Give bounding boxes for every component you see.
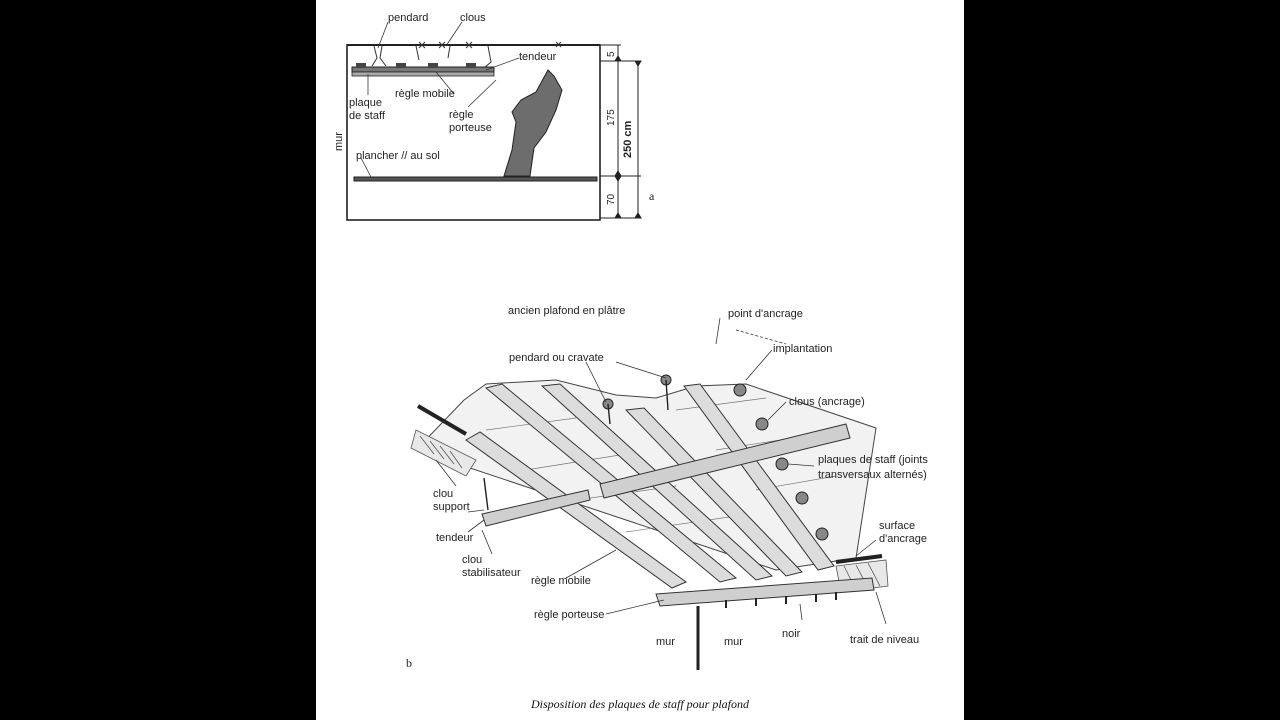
label-plancher: plancher // au sol — [356, 150, 440, 162]
figure-a-letter: a — [649, 189, 655, 203]
label-ancien-plafond: ancien plafond en plâtre — [508, 305, 626, 317]
label-regle-porteuse: règle porteuse — [449, 109, 492, 134]
dim-70: 70 — [606, 193, 617, 205]
leader-lines-a — [360, 21, 520, 178]
label-plaques-staff-2: transversaux alternés) — [818, 469, 927, 481]
figure-page: pendard clous tendeur plaque de staff rè… — [316, 0, 964, 720]
label-tendeur: tendeur — [519, 51, 557, 63]
label-clou-support: clou support — [433, 488, 470, 513]
figure-caption: Disposition des plaques de staff pour pl… — [530, 697, 749, 711]
dim-175: 175 — [606, 109, 617, 126]
figure-b-letter: b — [406, 656, 412, 670]
regles-mobiles — [465, 383, 835, 589]
implantation-line — [735, 329, 787, 345]
label-regle-mobile-b: règle mobile — [531, 575, 591, 587]
label-point-ancrage: point d'ancrage — [728, 308, 803, 320]
label-surface-ancrage: surface d'ancrage — [879, 520, 927, 545]
regle-porteuse — [356, 63, 476, 68]
right-edge-beam — [835, 554, 883, 564]
label-mur-right-b: mur — [724, 636, 743, 648]
label-pendard: pendard — [388, 12, 429, 24]
noir-ticks — [725, 592, 837, 608]
label-regle-mobile: règle mobile — [395, 88, 455, 100]
label-regle-porteuse-b: règle porteuse — [534, 609, 605, 621]
label-plaques-staff-1: plaques de staff (joints — [818, 454, 928, 466]
pendards — [483, 379, 669, 511]
plaque-de-staff — [351, 71, 495, 77]
left-edge-beam — [416, 404, 468, 436]
dimension-lines — [600, 44, 642, 219]
label-clous: clous — [460, 12, 486, 24]
label-noir: noir — [782, 628, 801, 640]
label-clous-ancrage: clous (ancrage) — [789, 396, 865, 408]
plancher — [353, 176, 598, 182]
right-wall-hatch — [835, 559, 889, 593]
label-trait-de-niveau: trait de niveau — [850, 634, 920, 646]
plaque-joints — [485, 397, 837, 533]
dim-total: 250 cm — [622, 120, 634, 158]
dim-5: 5 — [606, 51, 617, 57]
pendard-marks — [371, 45, 492, 69]
label-mur-a: mur — [333, 132, 345, 151]
label-mur-left-b: mur — [656, 636, 675, 648]
left-wall-hatch — [410, 429, 477, 477]
clous-marks — [418, 41, 562, 49]
label-implantation: implantation — [773, 343, 833, 355]
label-pendard-cravate: pendard ou cravate — [509, 352, 604, 364]
label-clou-stabilisateur: clou stabilisateur — [462, 554, 521, 579]
worker-figure — [503, 69, 563, 177]
label-plaque-de-staff: plaque de staff — [349, 97, 385, 122]
figure-a-drawing — [346, 21, 642, 221]
label-tendeur-b: tendeur — [436, 532, 474, 544]
